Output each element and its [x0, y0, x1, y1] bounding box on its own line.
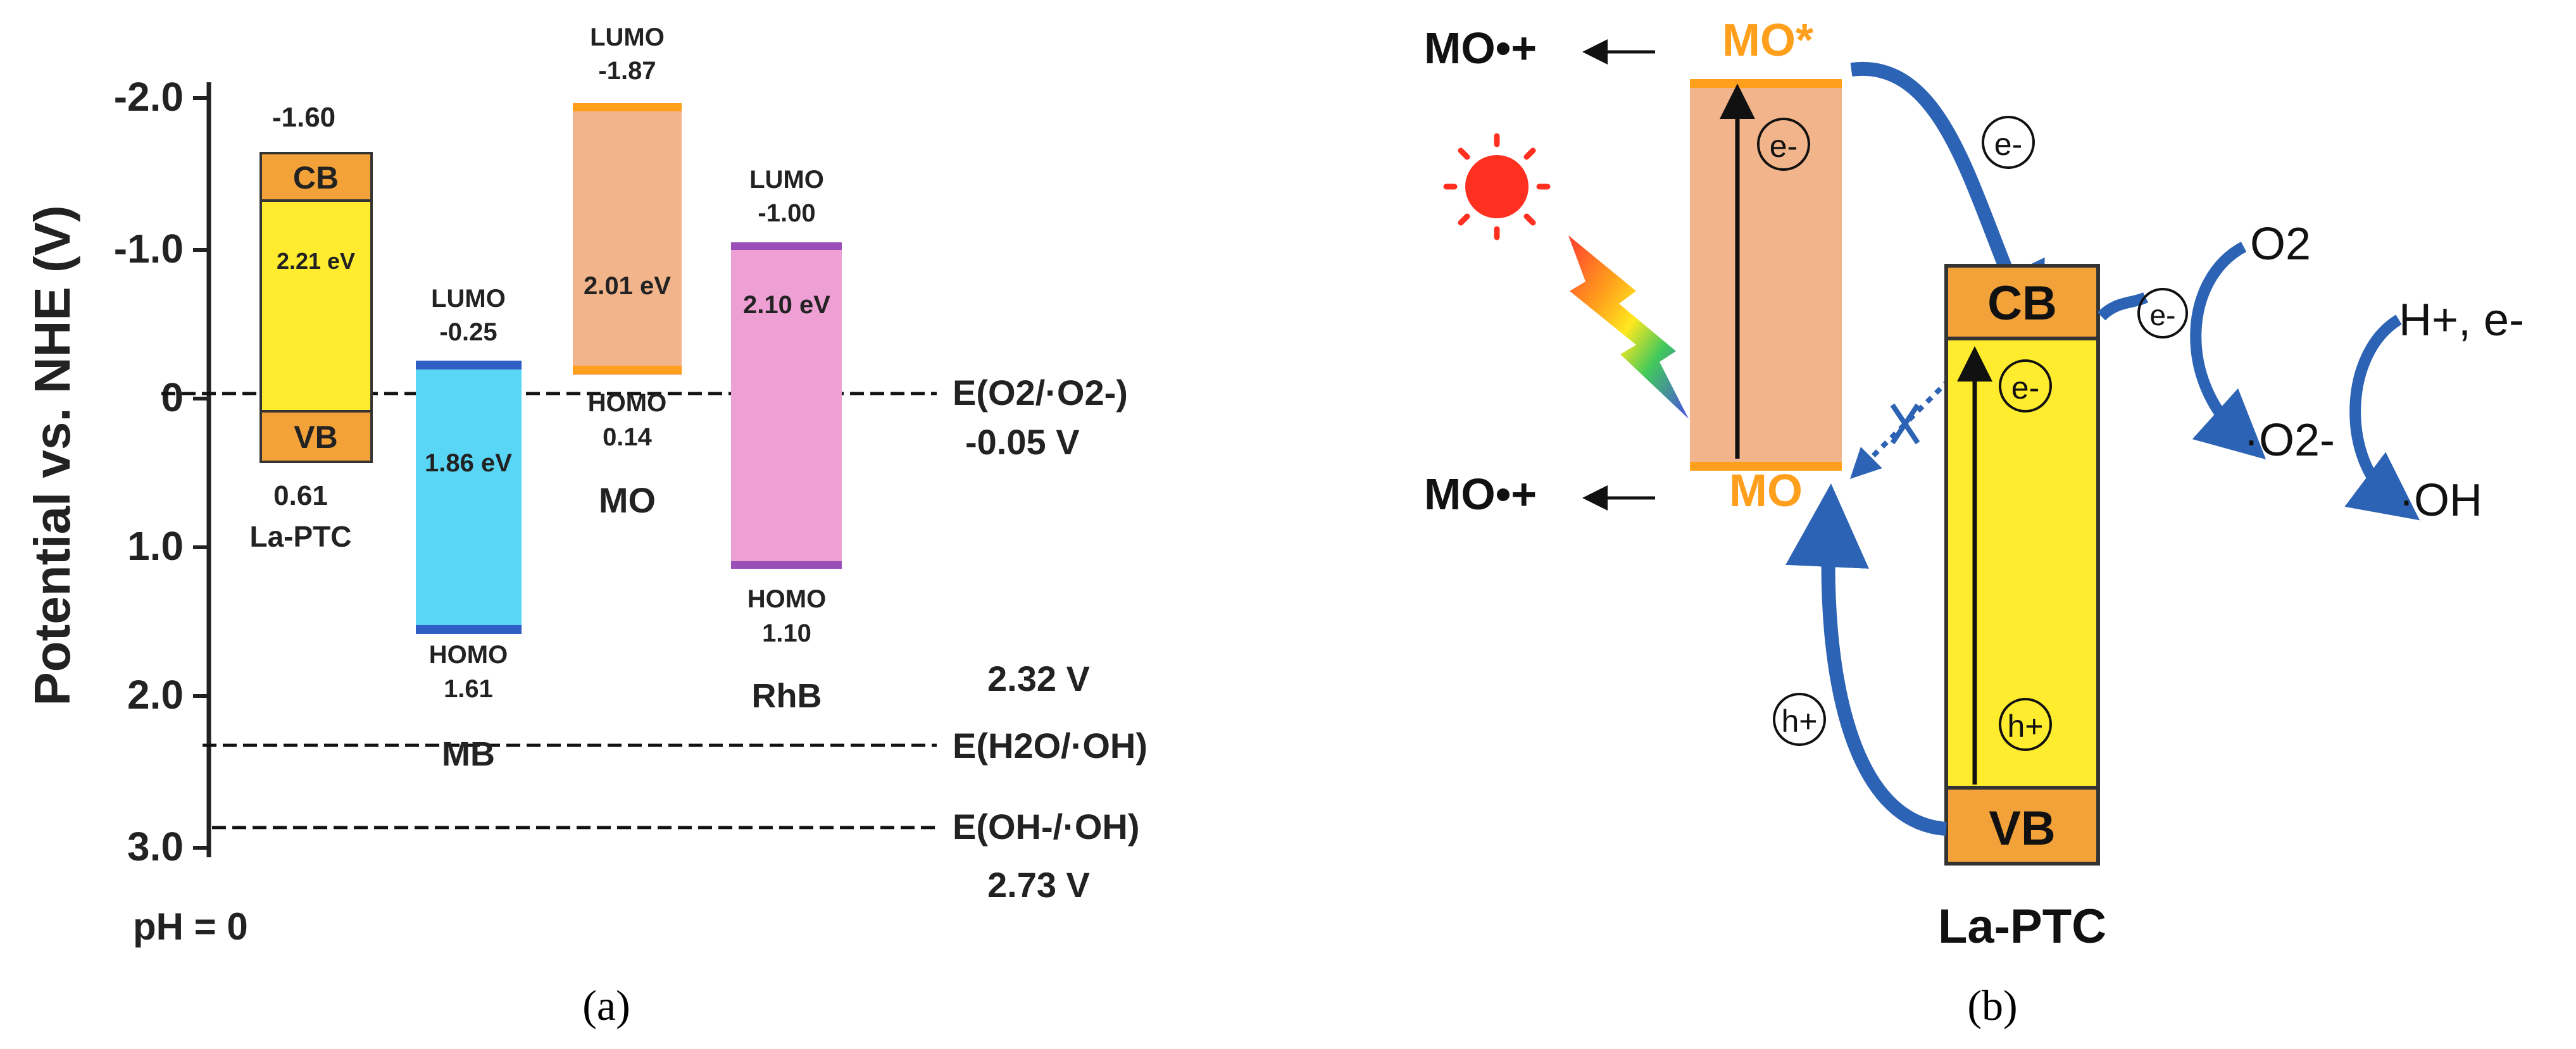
mb-name: MB: [442, 735, 495, 773]
la-ptc-cb-label: CB: [293, 160, 339, 196]
hole-transfer-arrow: [1785, 483, 1947, 836]
reduction-electron-label: e-: [2150, 299, 2176, 332]
mb-homo-label: HOMO: [429, 641, 508, 669]
la-ptc-cb-value: -1.60: [272, 102, 335, 133]
mo-ground-level: [1690, 462, 1842, 471]
injected-electron-label: e-: [1994, 127, 2022, 162]
mo-electron-circle: [1757, 118, 1810, 171]
rhb-lumo-value: -1.00: [758, 199, 815, 227]
cb-block: [1944, 264, 2100, 340]
superoxide-label: ·O2-: [2244, 415, 2335, 466]
transferred-hole-label: h+: [1781, 704, 1817, 739]
rhb-lumo-label: LUMO: [749, 166, 824, 194]
mo-gap-bar: [573, 106, 682, 375]
reference-labels: E(O2/·O2-) -0.05 V E(H2O/·OH) 2.32 V E(O…: [953, 373, 1147, 905]
o2-label: O2: [2250, 219, 2311, 270]
tick-label: -1.0: [114, 226, 184, 271]
la-ptc-vb-value: 0.61: [273, 480, 328, 511]
oh-formation-arrow: [2344, 314, 2420, 521]
reduction-electron-circle: [2137, 288, 2188, 338]
catalyst-name: La-PTC: [1938, 900, 2106, 953]
ph-label: pH = 0: [133, 905, 248, 948]
la-ptc-semiconductor: CB VB e- h+: [1944, 264, 2100, 866]
mo-excitation-box: [1690, 82, 1842, 468]
mo-star-label: MO*: [1722, 15, 1813, 66]
mo-band: LUMO -1.87 2.01 eV HOMO 0.14 MO: [573, 23, 682, 520]
o2-reference-label: E(O2/·O2-): [953, 373, 1128, 413]
mo-ground-label: MO: [1729, 466, 1803, 516]
rhb-name: RhB: [752, 677, 822, 715]
lightning-icon: [1568, 235, 1689, 419]
la-ptc-vb-block: [259, 410, 373, 463]
h2o-oh-reference-value: 2.32 V: [987, 659, 1090, 698]
panel-b-mechanism: e- MO* MO MO•+ MO•+ e-: [1424, 15, 2524, 1029]
mo-lumo-label: LUMO: [590, 23, 665, 51]
tick-label: 2.0: [127, 672, 184, 717]
cb-label: CB: [1987, 276, 2057, 330]
panel-b-caption: (b): [1967, 981, 2017, 1029]
mo-gap-label: 2.01 eV: [584, 272, 671, 300]
rhb-gap-bar: [731, 245, 842, 565]
panel-a-caption: (a): [582, 981, 630, 1029]
rhb-homo-value: 1.10: [762, 619, 811, 647]
mb-lumo-line: [416, 361, 522, 369]
injected-electron-circle: [1982, 116, 2035, 169]
mb-homo-value: 1.61: [444, 675, 493, 703]
mo-lumo-value: -1.87: [598, 57, 656, 85]
la-ptc-gap-label: 2.21 eV: [277, 248, 355, 274]
cb-to-o2-link: [2097, 292, 2149, 321]
la-ptc-name: La-PTC: [250, 520, 352, 553]
rhb-lumo-line: [731, 242, 842, 250]
sun-icon: [1443, 133, 1551, 240]
vb-hole-label: h+: [2007, 709, 2043, 744]
h2o-oh-reference-label: E(H2O/·OH): [953, 726, 1147, 766]
o2-reduction-arrow: [2190, 242, 2267, 460]
mo-radical-bottom: MO•+: [1424, 469, 1537, 519]
rhb-homo-label: HOMO: [747, 585, 826, 613]
mb-homo-line: [416, 625, 522, 634]
y-axis-ticks: [193, 96, 209, 850]
mb-gap-bar: [416, 364, 522, 630]
tick-label: 0: [161, 375, 184, 420]
mo-radical-top: MO•+: [1424, 23, 1537, 73]
rhb-gap-label: 2.10 eV: [743, 291, 830, 319]
tick-label: -2.0: [114, 74, 184, 120]
vb-hole-circle: [1999, 698, 2052, 751]
mo-lumo-line: [573, 103, 682, 111]
la-ptc-vb-label: VB: [294, 419, 337, 455]
mo-name: MO: [599, 480, 656, 520]
mb-lumo-value: -0.25: [439, 318, 497, 346]
mb-band: LUMO -0.25 1.86 eV HOMO 1.61 MB: [416, 285, 522, 773]
cross-mark: [1890, 403, 1920, 445]
oh-reference-label: E(OH-/·OH): [953, 807, 1140, 847]
oh-reference-value: 2.73 V: [987, 865, 1090, 905]
mo-homo-line: [573, 366, 682, 374]
tick-label: 3.0: [127, 824, 184, 869]
tick-label: 1.0: [127, 523, 184, 569]
cb-electron-circle: [1999, 359, 2052, 413]
rhb-band: LUMO -1.00 2.10 eV HOMO 1.10 RhB: [731, 166, 842, 715]
la-ptc-body: [1944, 264, 2100, 866]
y-axis-tick-labels: -2.0 -1.0 0 1.0 2.0 3.0: [114, 74, 184, 869]
mb-lumo-label: LUMO: [431, 285, 506, 313]
vb-label: VB: [1989, 802, 2056, 855]
o2-reference-value: -0.05 V: [965, 422, 1080, 462]
rhb-homo-line: [731, 561, 842, 569]
panel-a-energy-diagram: -2.0 -1.0 0 1.0 2.0 3.0 Potential vs. NH…: [24, 23, 1147, 1029]
transferred-hole-circle: [1773, 693, 1826, 746]
hydroxyl-label: ·OH: [2399, 475, 2482, 526]
mo-homo-value: 0.14: [603, 423, 653, 451]
mo-homo-label: HOMO: [588, 389, 666, 417]
la-ptc-cb-block: [259, 152, 373, 202]
mb-gap-label: 1.86 eV: [425, 449, 512, 477]
h-plus-e-label: H+, e-: [2399, 295, 2524, 345]
y-axis-title: Potential vs. NHE (V): [24, 205, 80, 705]
mo-star-level: [1690, 79, 1842, 88]
mo-electron-label: e-: [1770, 128, 1798, 164]
cb-electron-label: e-: [2011, 370, 2039, 406]
blocked-back-transfer-arrow: [1850, 378, 1951, 479]
la-ptc-band: CB VB 2.21 eV -1.60 0.61 La-PTC: [250, 102, 373, 553]
